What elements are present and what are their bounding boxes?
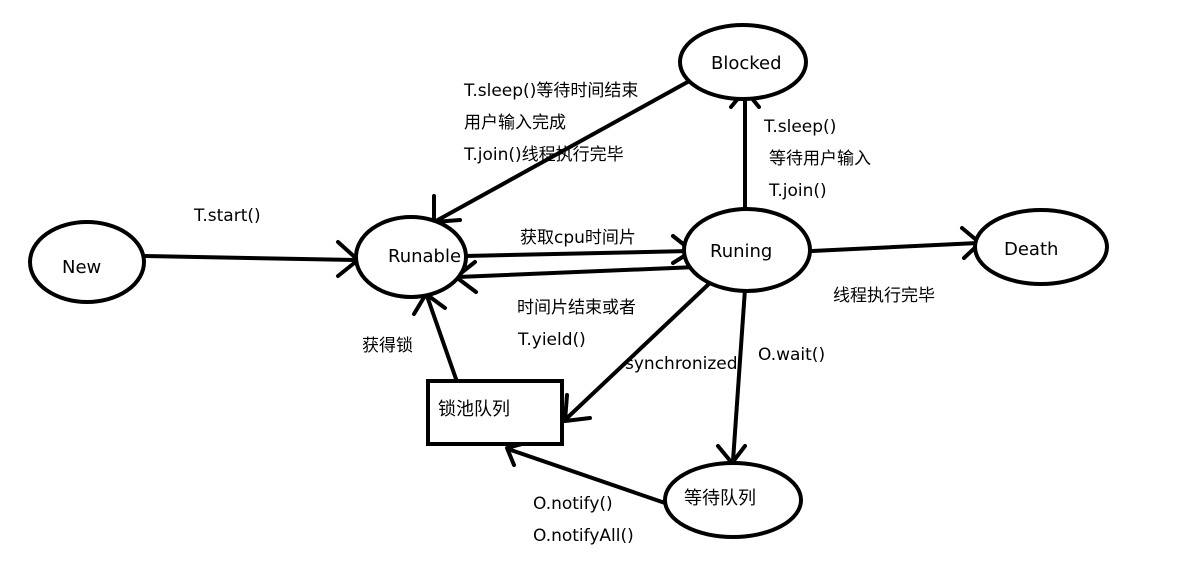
node-runing <box>682 207 812 293</box>
edge-runing-to-blocked-label-line1: T.sleep() <box>764 117 837 137</box>
edge-synchronized-label: synchronized <box>625 354 738 374</box>
edge-runing-to-blocked-label-line3: T.join() <box>769 181 827 201</box>
edge-runing-to-blocked-label-line2: 等待用户输入 <box>769 149 871 169</box>
edge-runing-to-death <box>810 241 980 253</box>
node-lock-pool-label: 锁池队列 <box>438 399 510 420</box>
node-new-label: New <box>62 257 102 278</box>
node-runable <box>354 215 468 299</box>
node-runing-label: Runing <box>710 241 773 262</box>
node-death-label: Death <box>1004 239 1059 260</box>
edge-blocked-to-runable-label-line2: 用户输入完成 <box>464 113 566 133</box>
edge-get-lock-label: 获得锁 <box>362 336 413 356</box>
edge-yield <box>456 265 699 279</box>
edge-yield-label-line1: 时间片结束或者 <box>517 298 636 318</box>
node-blocked <box>678 23 808 101</box>
edge-wait <box>731 287 747 463</box>
edge-notify <box>506 447 667 505</box>
edge-start <box>143 254 358 262</box>
edge-yield-label-line2: T.yield() <box>518 330 586 350</box>
edge-notify-label-line2: O.notifyAll() <box>533 526 634 546</box>
node-runable-label: Runable <box>388 246 462 267</box>
node-death <box>973 208 1109 286</box>
edge-get-cpu <box>463 249 692 258</box>
node-wait-queue <box>663 461 803 539</box>
node-lock-pool <box>426 379 564 446</box>
edge-start-label: T.start() <box>194 206 261 226</box>
edge-blocked-to-runable <box>434 77 695 223</box>
edge-blocked-to-runable-label-line1: T.sleep()等待时间结束 <box>464 81 639 101</box>
edge-wait-label: O.wait() <box>758 345 826 365</box>
edge-synchronized-arrowhead <box>563 393 592 423</box>
edge-get-lock <box>425 294 458 381</box>
edge-get-cpu-label: 获取cpu时间片 <box>520 228 636 248</box>
edge-runing-to-death-label: 线程执行完毕 <box>833 286 935 306</box>
edge-notify-label-line1: O.notify() <box>533 494 613 514</box>
edge-blocked-to-runable-label-line3: T.join()线程执行完毕 <box>464 145 624 165</box>
node-new <box>28 220 146 304</box>
node-blocked-label: Blocked <box>711 53 782 74</box>
edge-synchronized <box>564 279 714 421</box>
node-wait-queue-label: 等待队列 <box>684 488 756 509</box>
